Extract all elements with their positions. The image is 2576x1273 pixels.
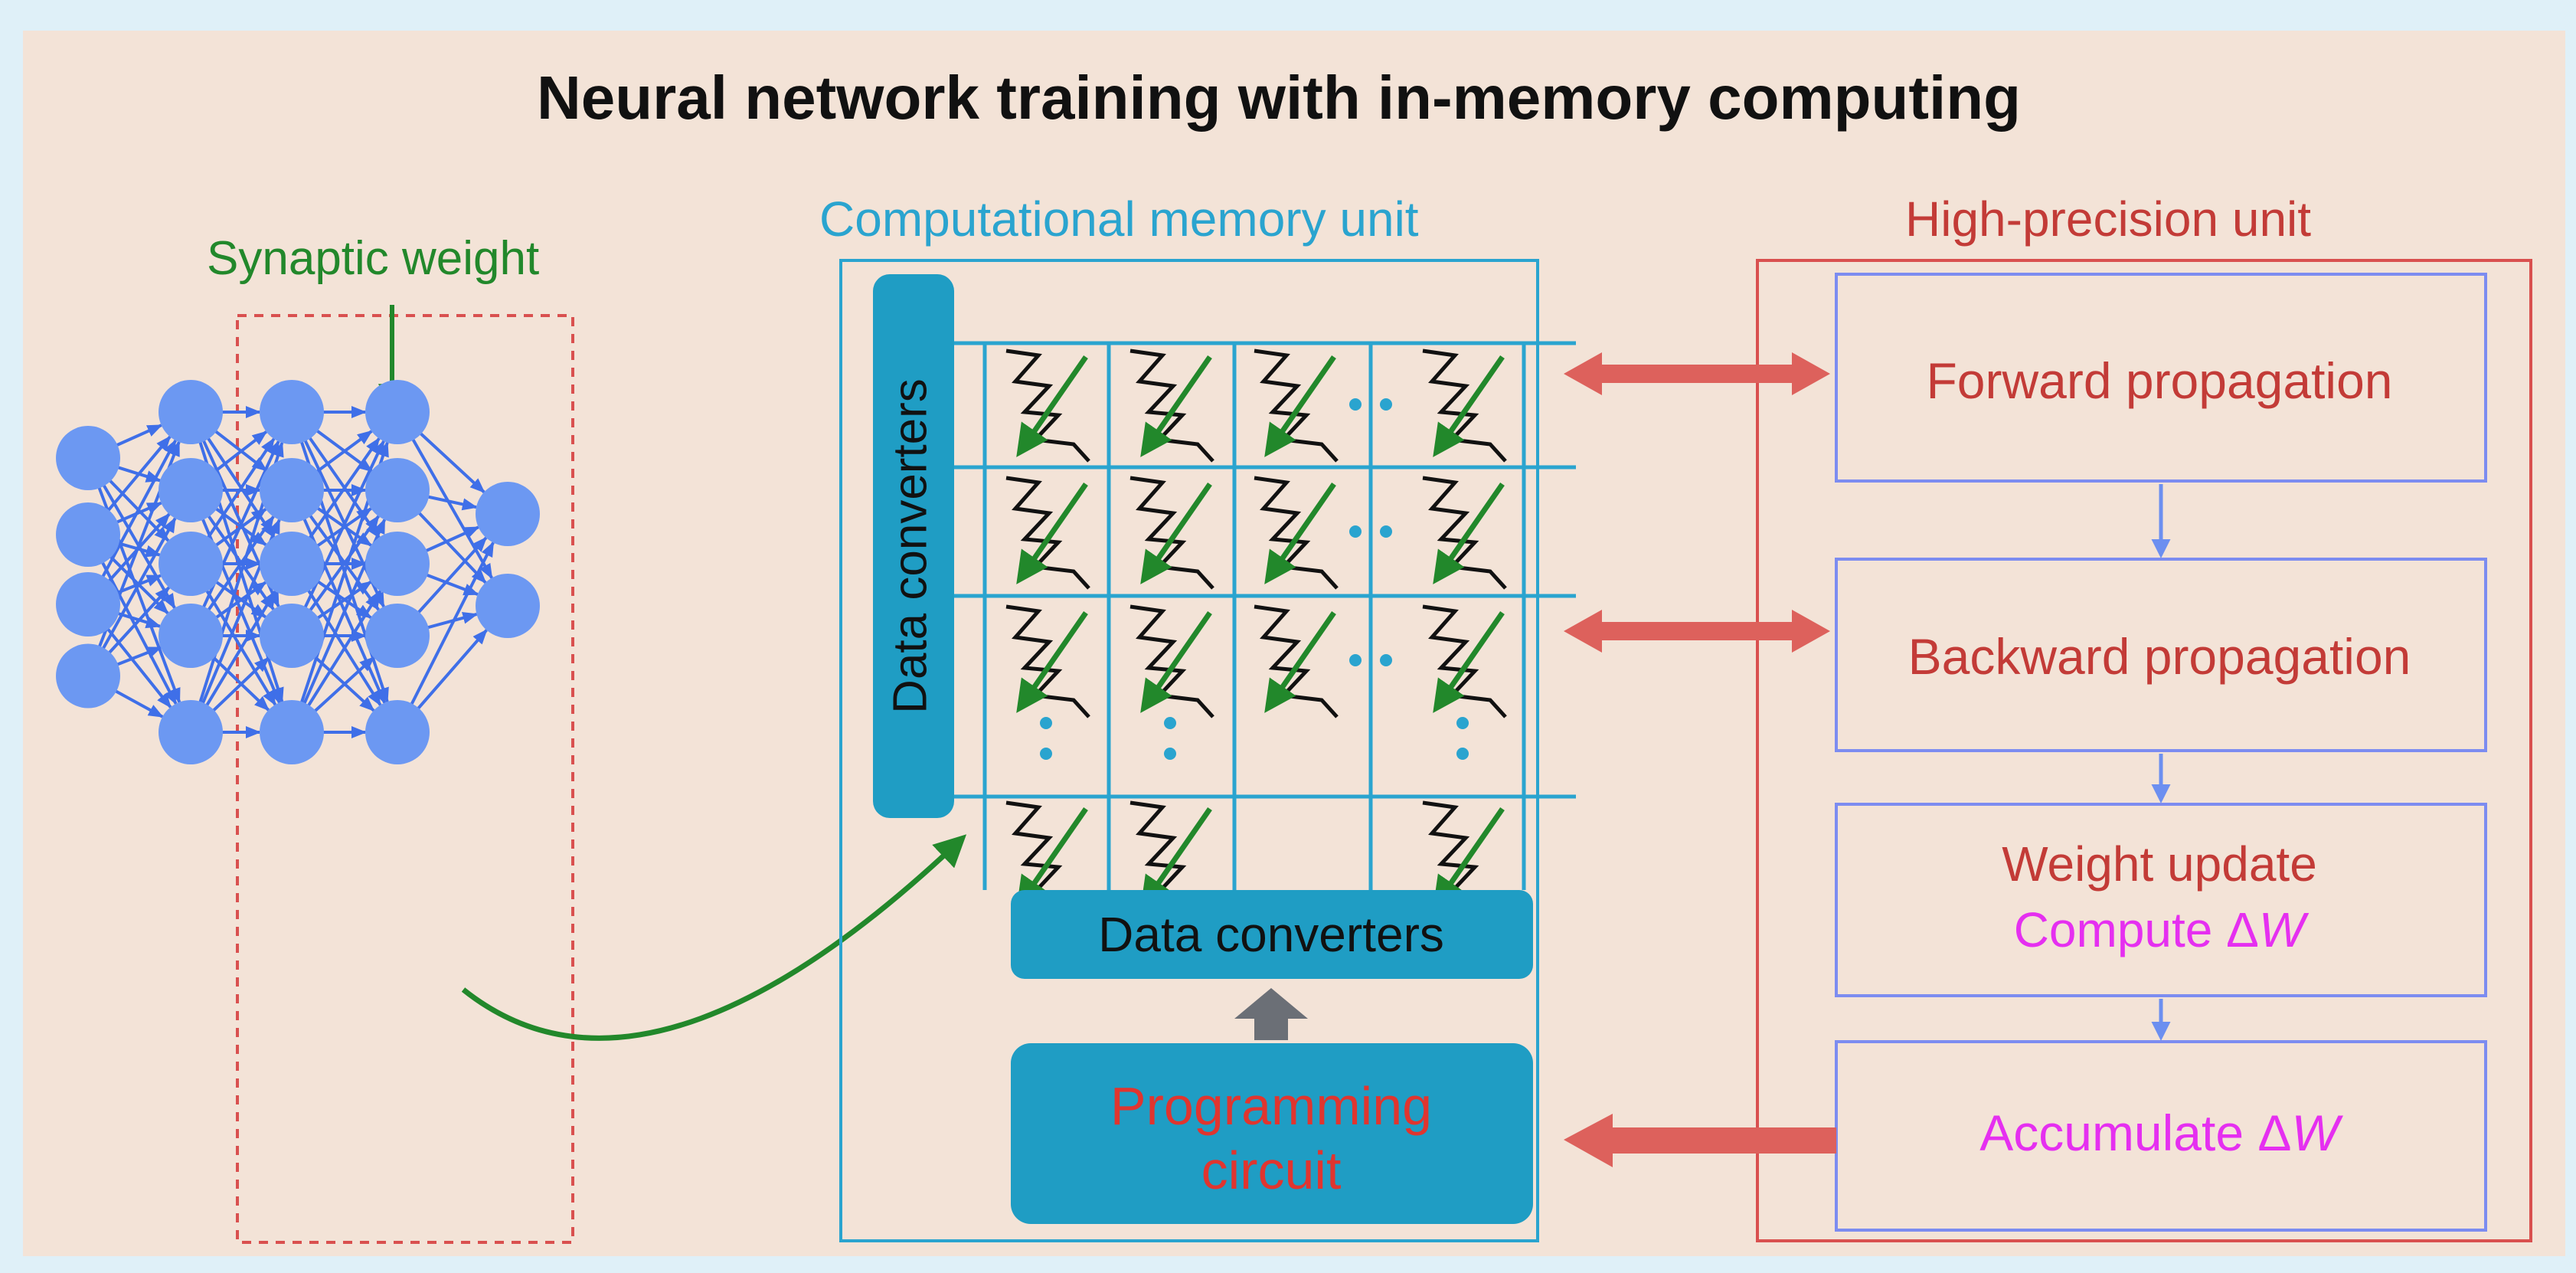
neuron-node <box>365 700 430 764</box>
conductance-arrow <box>1016 483 1088 584</box>
conductance-arrow <box>1433 611 1505 713</box>
accumulate-delta-w-label: Accumulate ΔW <box>1979 1104 2343 1161</box>
ellipsis-dot <box>1349 654 1362 666</box>
memristor-resistor <box>1129 476 1214 590</box>
diagram-canvas: Neural network training with in-memory c… <box>56 64 2532 1244</box>
memristor-resistor <box>1129 604 1214 718</box>
weight-mapping-arrow <box>461 834 967 1041</box>
ellipsis-dot <box>1040 748 1052 760</box>
neuron-node <box>260 380 324 444</box>
figure-title: Neural network training with in-memory c… <box>537 64 2021 132</box>
ellipsis-dot <box>1456 717 1469 729</box>
weight-update-label: Weight update <box>2002 836 2317 892</box>
ellipsis-dot <box>1380 654 1392 666</box>
conductance-arrow <box>1433 483 1505 584</box>
memristor-resistor <box>1254 476 1339 590</box>
memristor-resistor <box>1254 349 1339 463</box>
neuron-node <box>260 604 324 668</box>
cmu-label: Computational memory unit <box>819 191 1419 247</box>
ellipsis-dot <box>1040 717 1052 729</box>
weight-update-box <box>1835 803 2487 997</box>
neuron-node <box>476 574 540 638</box>
synaptic-weight-label: Synaptic weight <box>207 232 539 285</box>
neuron-node <box>159 458 223 522</box>
side-data-converters-label: Data converters <box>884 378 937 714</box>
neuron-node <box>56 502 120 567</box>
programming-circuit <box>1011 1043 1533 1224</box>
bottom-data-converters <box>1011 890 1533 979</box>
network-neurons <box>56 380 540 764</box>
programming-to-converters-arrow <box>1234 988 1308 1040</box>
figure-panel: Neural network training with in-memory c… <box>23 31 2565 1256</box>
conductance-arrow <box>1140 355 1212 457</box>
hpu-frame <box>1756 259 2532 1242</box>
connection-edge <box>396 541 495 733</box>
forward-bidirectional-arrow <box>1564 352 1830 395</box>
neuron-node <box>365 532 430 596</box>
neuron-node <box>260 700 324 764</box>
accumulate-to-programming-arrow <box>1564 1114 1836 1167</box>
crossbar-array <box>954 341 1576 915</box>
ellipsis-dot <box>1349 525 1362 538</box>
backward-propagation-label: Backward propagation <box>1908 628 2411 685</box>
synaptic-weight-region <box>236 314 574 1244</box>
programming-circuit-label-line1: Programming <box>1110 1076 1432 1136</box>
ellipsis-dot <box>1456 748 1469 760</box>
conductance-arrow <box>1140 483 1212 584</box>
connection-edge <box>290 440 385 636</box>
conductance-arrow <box>1264 355 1336 457</box>
conductance-arrow <box>1016 807 1088 909</box>
side-data-converters <box>873 274 954 818</box>
neuron-node <box>365 458 430 522</box>
hpu-label: High-precision unit <box>1905 191 2311 247</box>
conductance-arrow <box>1140 807 1212 909</box>
conductance-arrow <box>1140 611 1212 713</box>
neuron-node <box>365 380 430 444</box>
neuron-node <box>476 482 540 546</box>
memristor-resistor <box>1005 476 1090 590</box>
neuron-node <box>159 700 223 764</box>
bottom-data-converters-label: Data converters <box>1098 907 1444 962</box>
backward-bidirectional-arrow <box>1564 610 1830 653</box>
neuron-node <box>56 643 120 708</box>
programming-circuit-label-line2: circuit <box>1201 1140 1342 1200</box>
unit-connectors <box>1564 352 1836 1167</box>
neural-network: Synaptic weight <box>56 232 574 1244</box>
forward-propagation-label: Forward propagation <box>1926 352 2392 409</box>
conductance-arrow <box>1264 611 1336 713</box>
ellipsis-dot <box>1380 398 1392 411</box>
computational-memory-unit: Computational memory unit Data converter… <box>819 191 1576 1242</box>
neuron-node <box>56 426 120 490</box>
neuron-node <box>260 532 324 596</box>
ellipsis-dot <box>1164 717 1176 729</box>
ellipsis-dot <box>1349 398 1362 411</box>
memristor-resistor <box>1005 604 1090 718</box>
memristor-resistor <box>1005 349 1090 463</box>
memristor-resistor <box>1422 349 1507 463</box>
conductance-arrow <box>1264 483 1336 584</box>
compute-delta-w-label: Compute ΔW <box>2014 902 2310 957</box>
conductance-arrow <box>1433 355 1505 457</box>
memristor-resistor <box>1422 476 1507 590</box>
forward-propagation-box <box>1835 273 2487 483</box>
memristor-resistor <box>1129 349 1214 463</box>
conductance-arrow <box>1016 611 1088 713</box>
backward-propagation-box <box>1835 558 2487 752</box>
ellipsis-dot <box>1380 525 1392 538</box>
neuron-node <box>159 380 223 444</box>
neuron-node <box>56 572 120 636</box>
neuron-node <box>260 458 324 522</box>
ellipsis-dot <box>1164 748 1176 760</box>
memristor-resistor <box>1254 604 1339 718</box>
conductance-arrow <box>1016 355 1088 457</box>
conductance-arrow <box>1433 807 1505 909</box>
connection-edge <box>189 440 280 636</box>
high-precision-unit: High-precision unit Forward propagation … <box>1756 191 2532 1242</box>
neuron-node <box>159 532 223 596</box>
neuron-node <box>365 604 430 668</box>
memristor-resistor <box>1422 604 1507 718</box>
neuron-node <box>159 604 223 668</box>
cmu-frame <box>839 259 1539 1242</box>
